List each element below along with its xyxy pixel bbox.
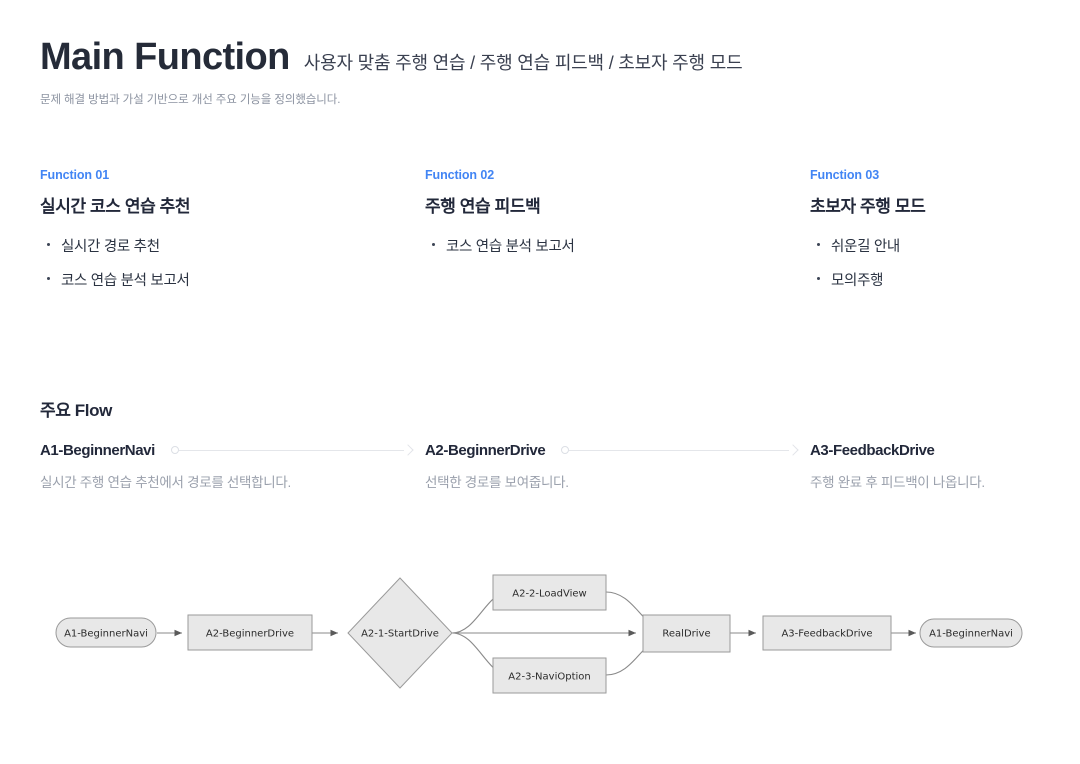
flow-step-header: A3-FeedbackDrive [810, 440, 1040, 460]
flow-step-name: A3-FeedbackDrive [810, 441, 935, 459]
flow-arrow-icon [561, 444, 800, 456]
flow-step-a3: A3-FeedbackDrive 주행 완료 후 피드백이 나옵니다. [810, 440, 1040, 491]
list-item: 모의주행 [810, 269, 1040, 290]
diagram-node-label: A1-BeginnerNavi [929, 629, 1013, 640]
flow-arrow-icon [170, 444, 415, 456]
diagram-node-label: A1-BeginnerNavi [64, 629, 148, 640]
diagram-node-label: A2-1-StartDrive [361, 629, 439, 640]
flow-arrow-line [569, 449, 789, 451]
function-card-02: Function 02 주행 연습 피드백 코스 연습 분석 보고서 [425, 168, 810, 303]
flow-arrow-line [178, 449, 404, 451]
flow-step-a2: A2-BeginnerDrive 선택한 경로를 보여줍니다. [425, 440, 810, 491]
function-kicker: Function 01 [40, 168, 110, 182]
flow-step-header: A2-BeginnerDrive [425, 440, 810, 460]
flowchart-diagram: A1-BeginnerNavi A2-BeginnerDrive A2-1-St… [40, 545, 1040, 735]
flow-step-description: 선택한 경로를 보여줍니다. [425, 475, 569, 490]
function-kicker: Function 02 [425, 168, 495, 182]
diagram-node-start: A1-BeginnerNavi [55, 617, 157, 648]
flow-step-header: A1-BeginnerNavi [40, 440, 425, 460]
diagram-node-beginner-drive: A2-BeginnerDrive [187, 614, 313, 651]
flow-arrow-dot [561, 446, 570, 454]
list-item: 실시간 경로 추천 [40, 235, 425, 256]
function-title: 초보자 주행 모드 [810, 197, 926, 216]
diagram-node-navi-option: A2-3-NaviOption [492, 657, 607, 694]
flow-section-heading: 주요 Flow [40, 401, 112, 420]
flow-step-name: A2-BeginnerDrive [425, 441, 546, 459]
flow-arrow-dot [170, 446, 179, 454]
function-item-list: 쉬운길 안내 모의주행 [810, 235, 1040, 290]
diagram-node-end: A1-BeginnerNavi [919, 618, 1023, 648]
list-item: 쉬운길 안내 [810, 235, 1040, 256]
diagram-node-label: A2-BeginnerDrive [206, 629, 294, 640]
flow-step-description: 실시간 주행 연습 추천에서 경로를 선택합니다. [40, 475, 291, 490]
chevron-right-icon [789, 444, 800, 456]
list-item: 코스 연습 분석 보고서 [40, 269, 425, 290]
function-title: 실시간 코스 연습 추천 [40, 197, 191, 216]
flow-step-description: 주행 완료 후 피드백이 나옵니다. [810, 475, 985, 490]
page-subtitle: 사용자 맞춤 주행 연습 / 주행 연습 피드백 / 초보자 주행 모드 [303, 53, 743, 73]
diagram-node-feedback-drive: A3-FeedbackDrive [762, 615, 892, 651]
flow-steps: A1-BeginnerNavi 실시간 주행 연습 추천에서 경로를 선택합니다… [40, 440, 1040, 491]
diagram-node-label: A2-2-LoadView [512, 589, 587, 600]
chevron-right-icon [404, 444, 415, 456]
function-title: 주행 연습 피드백 [425, 197, 541, 216]
function-kicker: Function 03 [810, 168, 880, 182]
function-columns: Function 01 실시간 코스 연습 추천 실시간 경로 추천 코스 연습… [40, 168, 1040, 303]
function-card-03: Function 03 초보자 주행 모드 쉬운길 안내 모의주행 [810, 168, 1040, 303]
diagram-node-load-view: A2-2-LoadView [492, 574, 607, 611]
flow-step-name: A1-BeginnerNavi [40, 441, 155, 459]
function-item-list: 실시간 경로 추천 코스 연습 분석 보고서 [40, 235, 425, 290]
flow-step-a1: A1-BeginnerNavi 실시간 주행 연습 추천에서 경로를 선택합니다… [40, 440, 425, 491]
function-card-01: Function 01 실시간 코스 연습 추천 실시간 경로 추천 코스 연습… [40, 168, 425, 303]
page-lede: 문제 해결 방법과 가설 기반으로 개선 주요 기능을 정의했습니다. [40, 93, 341, 106]
diagram-node-start-drive: A2-1-StartDrive [347, 577, 453, 689]
diagram-node-label: A3-FeedbackDrive [781, 629, 872, 640]
diagram-node-label: RealDrive [662, 629, 710, 640]
page-header: Main Function 사용자 맞춤 주행 연습 / 주행 연습 피드백 /… [40, 0, 1040, 78]
function-item-list: 코스 연습 분석 보고서 [425, 235, 810, 256]
diagram-node-real-drive: RealDrive [642, 614, 731, 653]
diagram-edges [157, 590, 916, 676]
diagram-node-label: A2-3-NaviOption [508, 672, 590, 683]
page-title: Main Function [40, 36, 290, 78]
list-item: 코스 연습 분석 보고서 [425, 235, 810, 256]
